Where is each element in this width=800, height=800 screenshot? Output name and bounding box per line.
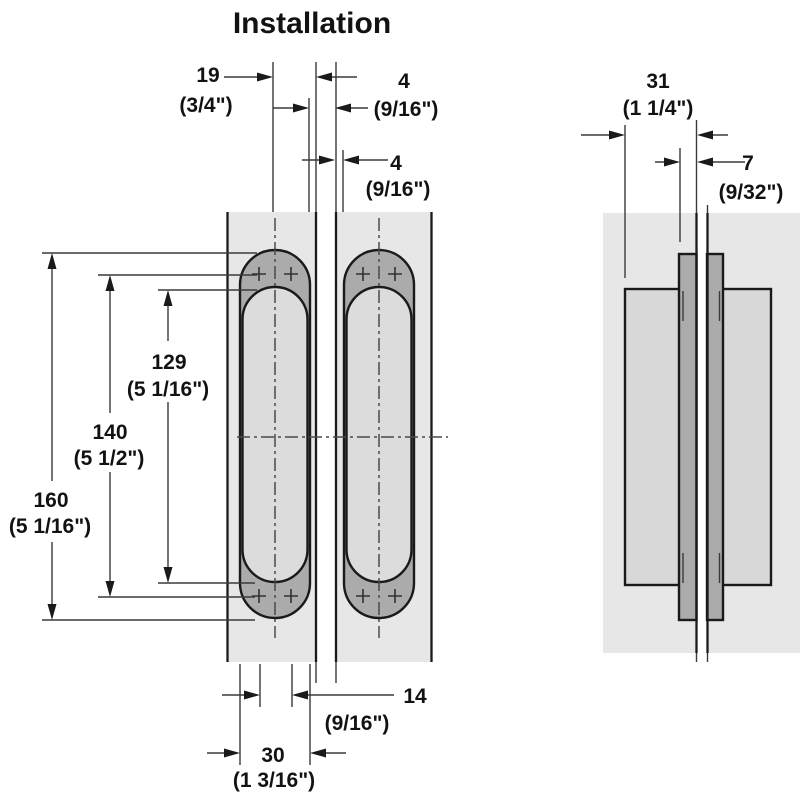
dim-129-inch: (5 1/16") [127, 378, 209, 401]
front-left-dimensions: 160 (5 1/16") 140 (5 1/2") 129 (5 1/16") [9, 252, 257, 621]
dim-4b-inch: (9/16") [366, 178, 431, 201]
screw-cross-marks [252, 267, 402, 603]
dim-160-mm: 160 [33, 489, 68, 512]
front-bottom-dimensions: 14 (9/16") 30 (1 3/16") [207, 664, 427, 792]
side-gap-lines [695, 213, 709, 653]
dim-31-inch: (1 1/4") [623, 97, 694, 120]
dim-4b-mm: 4 [390, 152, 402, 175]
dim-129-mm: 129 [151, 351, 186, 374]
diagram-title: Installation [233, 7, 391, 40]
front-top-dimensions: 19 (3/4") 4 (9/16") 4 (9/16") [179, 62, 438, 683]
dim-4a-inch: (9/16") [374, 98, 439, 121]
side-hinge-leaf-right [705, 252, 725, 622]
dim-160-inch: (5 1/16") [9, 515, 91, 538]
dim-19-inch: (3/4") [179, 94, 232, 117]
dim-14-inch: (9/16") [325, 712, 390, 735]
leaf-notch-marks [682, 291, 721, 583]
dim-30-mm: 30 [261, 744, 284, 767]
dim-140-inch: (5 1/2") [74, 447, 145, 470]
side-door-gap [697, 213, 707, 653]
dim-7-mm: 7 [742, 152, 754, 175]
side-dimensions: 31 (1 1/4") 7 (9/32") [581, 70, 783, 662]
dim-19-mm: 19 [196, 64, 219, 87]
side-view [603, 213, 800, 653]
dim-7-inch: (9/32") [719, 181, 784, 204]
dim-14-mm: 14 [403, 685, 427, 708]
dim-4a-mm: 4 [398, 70, 410, 93]
dim-30-inch: (1 3/16") [233, 769, 315, 792]
side-hinge-leaf-left [677, 252, 698, 622]
dim-140-mm: 140 [92, 421, 127, 444]
front-view [226, 212, 448, 662]
dim-31-mm: 31 [646, 70, 670, 93]
